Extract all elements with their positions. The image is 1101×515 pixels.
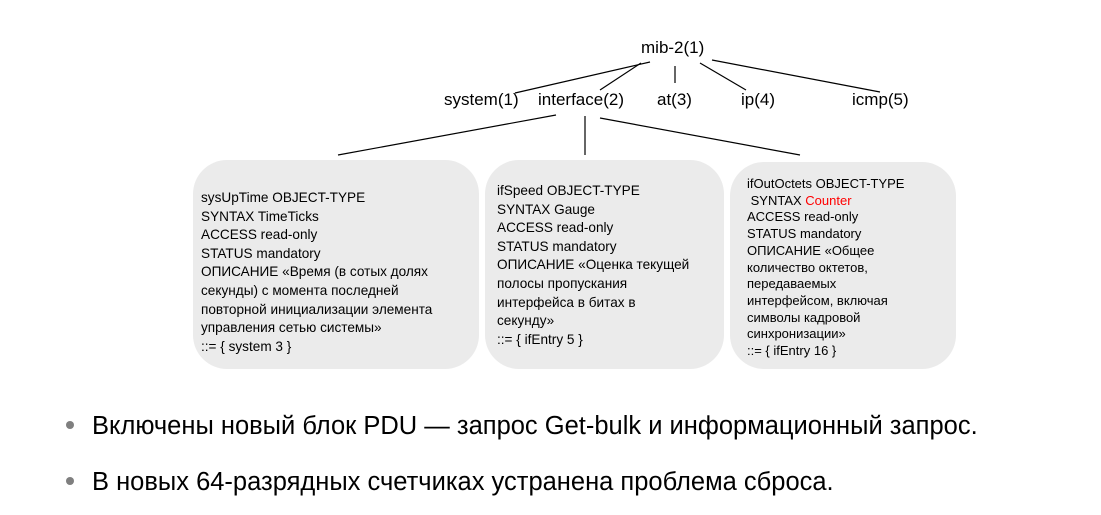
box-line: sysUpTime OBJECT-TYPE xyxy=(201,190,366,205)
edge-icmp xyxy=(711,59,881,93)
box-line: синхронизации» xyxy=(747,326,846,342)
box-line-syntax: SYNTAX Counter xyxy=(747,193,956,210)
box-ifspeed: ifSpeed OBJECT-TYPE SYNTAX Gauge ACCESS … xyxy=(485,160,724,369)
bullet-text: В новых 64-разрядных счетчиках устранена… xyxy=(92,468,834,496)
box-line: STATUS mandatory xyxy=(747,226,862,242)
box-line: ifOutOctets OBJECT-TYPE xyxy=(747,176,905,191)
bullet-dot-icon xyxy=(66,421,74,430)
box-line: ACCESS read-only xyxy=(497,220,614,236)
edge-interface xyxy=(599,62,642,91)
box-sysuptime: sysUpTime OBJECT-TYPE SYNTAX TimeTicks A… xyxy=(193,160,479,369)
box-line: ifSpeed OBJECT-TYPE xyxy=(497,183,640,198)
bullet-dot-icon xyxy=(66,477,74,486)
box-line: передаваемых xyxy=(747,276,837,292)
box-line: ACCESS read-only xyxy=(747,209,859,225)
box-line: полосы пропускания xyxy=(497,275,628,291)
node-icmp: icmp(5) xyxy=(852,90,909,109)
box-line: SYNTAX TimeTicks xyxy=(201,208,319,224)
bullet-text: Включены новый блок PDU — запрос Get-bul… xyxy=(92,412,978,440)
box-line: ОПИСАНИЕ «Оценка текущей xyxy=(497,257,690,273)
node-interface: interface(2) xyxy=(538,90,624,109)
box-line: ACCESS read-only xyxy=(201,227,318,243)
box-line: SYNTAX Gauge xyxy=(497,201,595,217)
box-line: ::= { ifEntry 5 } xyxy=(497,331,583,347)
edge-ip xyxy=(699,62,747,91)
edge-ifoutoctets xyxy=(599,117,801,156)
box-line: ::= { ifEntry 16 } xyxy=(747,343,837,359)
box-line: STATUS mandatory xyxy=(201,245,321,261)
bullet-item: Включены новый блок PDU — запрос Get-bul… xyxy=(66,412,978,441)
box-line: секунду» xyxy=(497,313,555,329)
box-line: управления сетью системы» xyxy=(201,320,382,336)
box-ifoutoctets: ifOutOctets OBJECT-TYPE SYNTAX Counter A… xyxy=(730,162,956,369)
box-line: STATUS mandatory xyxy=(497,238,617,254)
box-line: повторной инициализации элемента xyxy=(201,301,433,317)
bullet-item: В новых 64-разрядных счетчиках устранена… xyxy=(66,468,834,497)
node-system: system(1) xyxy=(444,90,519,109)
box-line: количество октетов, xyxy=(747,259,868,275)
edge-sysuptime xyxy=(337,114,557,156)
syntax-value-counter: Counter xyxy=(805,192,852,208)
box-line: ::= { system 3 } xyxy=(201,338,292,354)
node-mib-2: mib-2(1) xyxy=(641,38,705,57)
box-line: ОПИСАНИЕ «Время (в сотых долях xyxy=(201,264,428,280)
edge-system xyxy=(514,61,651,94)
box-line: ОПИСАНИЕ «Общее xyxy=(747,242,875,258)
node-at: at(3) xyxy=(657,90,692,109)
box-line: символы кадровой xyxy=(747,309,861,325)
syntax-label: SYNTAX xyxy=(747,192,806,208)
box-line: интерфейса в битах в xyxy=(497,294,636,310)
box-line: секунды) с момента последней xyxy=(201,282,399,298)
box-line: интерфейсом, включая xyxy=(747,292,888,308)
node-ip: ip(4) xyxy=(741,90,776,109)
